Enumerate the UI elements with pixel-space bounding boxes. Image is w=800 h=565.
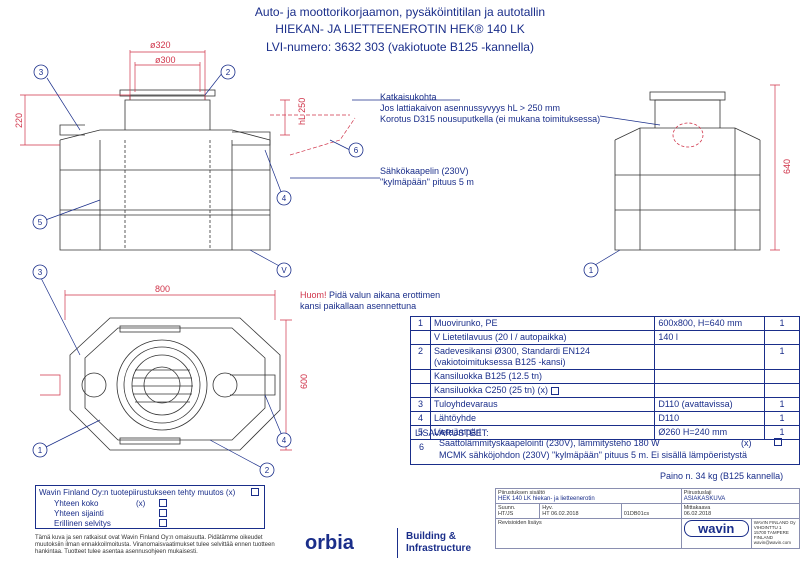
parts-cell-spec: 140 l: [654, 330, 766, 345]
parts-cell-desc: Kansiluokka B125 (12.5 tn): [429, 369, 656, 384]
parts-cell-qty: 1: [764, 344, 800, 370]
callout-2-side: 2: [226, 68, 231, 77]
changes-checkbox[interactable]: [251, 488, 259, 496]
brand-divider: [397, 528, 398, 558]
parts-cell-no: 2: [410, 344, 431, 370]
dim-220-label: 220: [14, 113, 24, 128]
weight-label: Paino n. 34 kg (B125 kannella): [660, 471, 784, 481]
parts-cell-desc: Tuloyhdevaraus: [429, 397, 656, 412]
parts-cell-no: [410, 330, 431, 345]
parts-cell-spec: D110 (avattavissa): [654, 397, 766, 412]
parts-cell-qty: 1: [764, 316, 800, 331]
dim-220: [20, 94, 130, 146]
parts-cell-desc: V Lietetilavuus (20 l / autopaikka): [429, 330, 656, 345]
dim-d300-label: ø300: [155, 55, 176, 65]
parts-cell-desc: Lieteämpäri: [429, 425, 656, 440]
parts-row: Kansiluokka B125 (12.5 tn): [410, 369, 800, 384]
parts-cell-no: 3: [410, 397, 431, 412]
front-view-outline: [614, 140, 761, 251]
parts-cell-spec: Ø260 H=240 mm: [654, 425, 766, 440]
callout-3-top: 3: [38, 268, 43, 277]
dim-hl-250: [280, 99, 290, 136]
parts-cell-desc: Sadevesikansi Ø300, Standardi EN124 (vak…: [429, 344, 656, 370]
callout-2-top: 2: [265, 466, 270, 475]
wavin-logo: wavin: [683, 520, 749, 537]
parts-cell-desc: Kansiluokka C250 (25 tn) (x): [429, 383, 656, 398]
dim-600-label: 600: [299, 374, 309, 389]
parts-cell-no: [410, 369, 431, 384]
side-view-shoulder: [59, 129, 271, 141]
callout-v-side: V: [281, 266, 287, 275]
callout-1-top: 1: [38, 446, 43, 455]
parts-row: V Lietetilavuus (20 l / autopaikka)140 l: [410, 330, 800, 345]
parts-cell-spec: [654, 383, 766, 398]
sahko-note: Sähkökaapelin (230V) "kylmäpään" pituus …: [380, 166, 474, 187]
parts-cell-qty: 1: [764, 425, 800, 440]
accessory-checkbox[interactable]: [774, 438, 782, 446]
top-view-lid: [116, 339, 208, 431]
callout-1-front: 1: [589, 266, 594, 275]
huom-note: Huom! Pidä valun aikana erottimen kansi …: [300, 290, 441, 311]
parts-cell-no: [410, 383, 431, 398]
c250-checkbox[interactable]: [551, 386, 560, 395]
parts-cell-no: 4: [410, 411, 431, 426]
parts-cell-spec: 600x800, H=640 mm: [654, 316, 766, 331]
top-view-outline: [69, 317, 281, 451]
changes-box: Wavin Finland Oy:n tuotepiirustukseen te…: [35, 485, 265, 529]
side-view-tank-outline: [59, 140, 271, 251]
parts-cell-qty: 1: [764, 411, 800, 426]
katkaisu-note: Katkaisukohta Jos lattiakaivon asennussy…: [380, 92, 601, 124]
parts-cell-qty: [764, 383, 800, 398]
title-line-2: HIEKAN- JA LIETTEENEROTIN HEK® 140 LK: [275, 22, 525, 36]
dim-d320-label: ø320: [150, 40, 171, 50]
title-line-3: LVI-numero: 3632 303 (vakiotuote B125 -k…: [266, 40, 534, 54]
change-other-checkbox[interactable]: [159, 519, 167, 527]
parts-row: Kansiluokka C250 (25 tn) (x): [410, 383, 800, 398]
dim-hl250-label: hL 250: [297, 98, 307, 125]
callout-4-side: 4: [282, 194, 287, 203]
callout-4-top: 4: [282, 436, 287, 445]
parts-cell-desc: Lähtöyhde: [429, 411, 656, 426]
parts-cell-no: 1: [410, 316, 431, 331]
parts-cell-spec: [654, 344, 766, 370]
callout-3-side: 3: [39, 68, 44, 77]
dim-600: [280, 319, 292, 451]
parts-cell-desc: Muovirunko, PE: [429, 316, 656, 331]
dim-640-label: 640: [782, 159, 792, 174]
disclaimer: Tämä kuva ja sen ratkaisut ovat Wavin Fi…: [35, 535, 275, 555]
title-line-1: Auto- ja moottorikorjaamon, pysäköintiti…: [254, 5, 546, 19]
change-position-checkbox[interactable]: [159, 509, 167, 517]
accessories-box: LISAVARUSTEET: 6 Saattolämmityskaapeloin…: [410, 425, 800, 465]
dim-800: [64, 290, 276, 320]
parts-cell-spec: D110: [654, 411, 766, 426]
dim-800-label: 800: [155, 284, 170, 294]
callout-5-side: 5: [38, 218, 43, 227]
parts-cell-spec: [654, 369, 766, 384]
dim-d320: [129, 50, 206, 100]
dim-640: [770, 84, 780, 251]
company-address: WAVIN FINLAND Oy VIHDINTTU 1 15700 TAMPE…: [750, 518, 800, 549]
parts-cell-qty: [764, 369, 800, 384]
orbia-logo: orbia: [305, 532, 354, 554]
dim-d300: [134, 62, 201, 92]
building-infrastructure: Building & Infrastructure: [406, 531, 472, 554]
parts-cell-qty: 1: [764, 397, 800, 412]
change-size-checkbox[interactable]: [159, 499, 167, 507]
parts-cell-qty: [764, 330, 800, 345]
callout-6-side: 6: [354, 146, 359, 155]
